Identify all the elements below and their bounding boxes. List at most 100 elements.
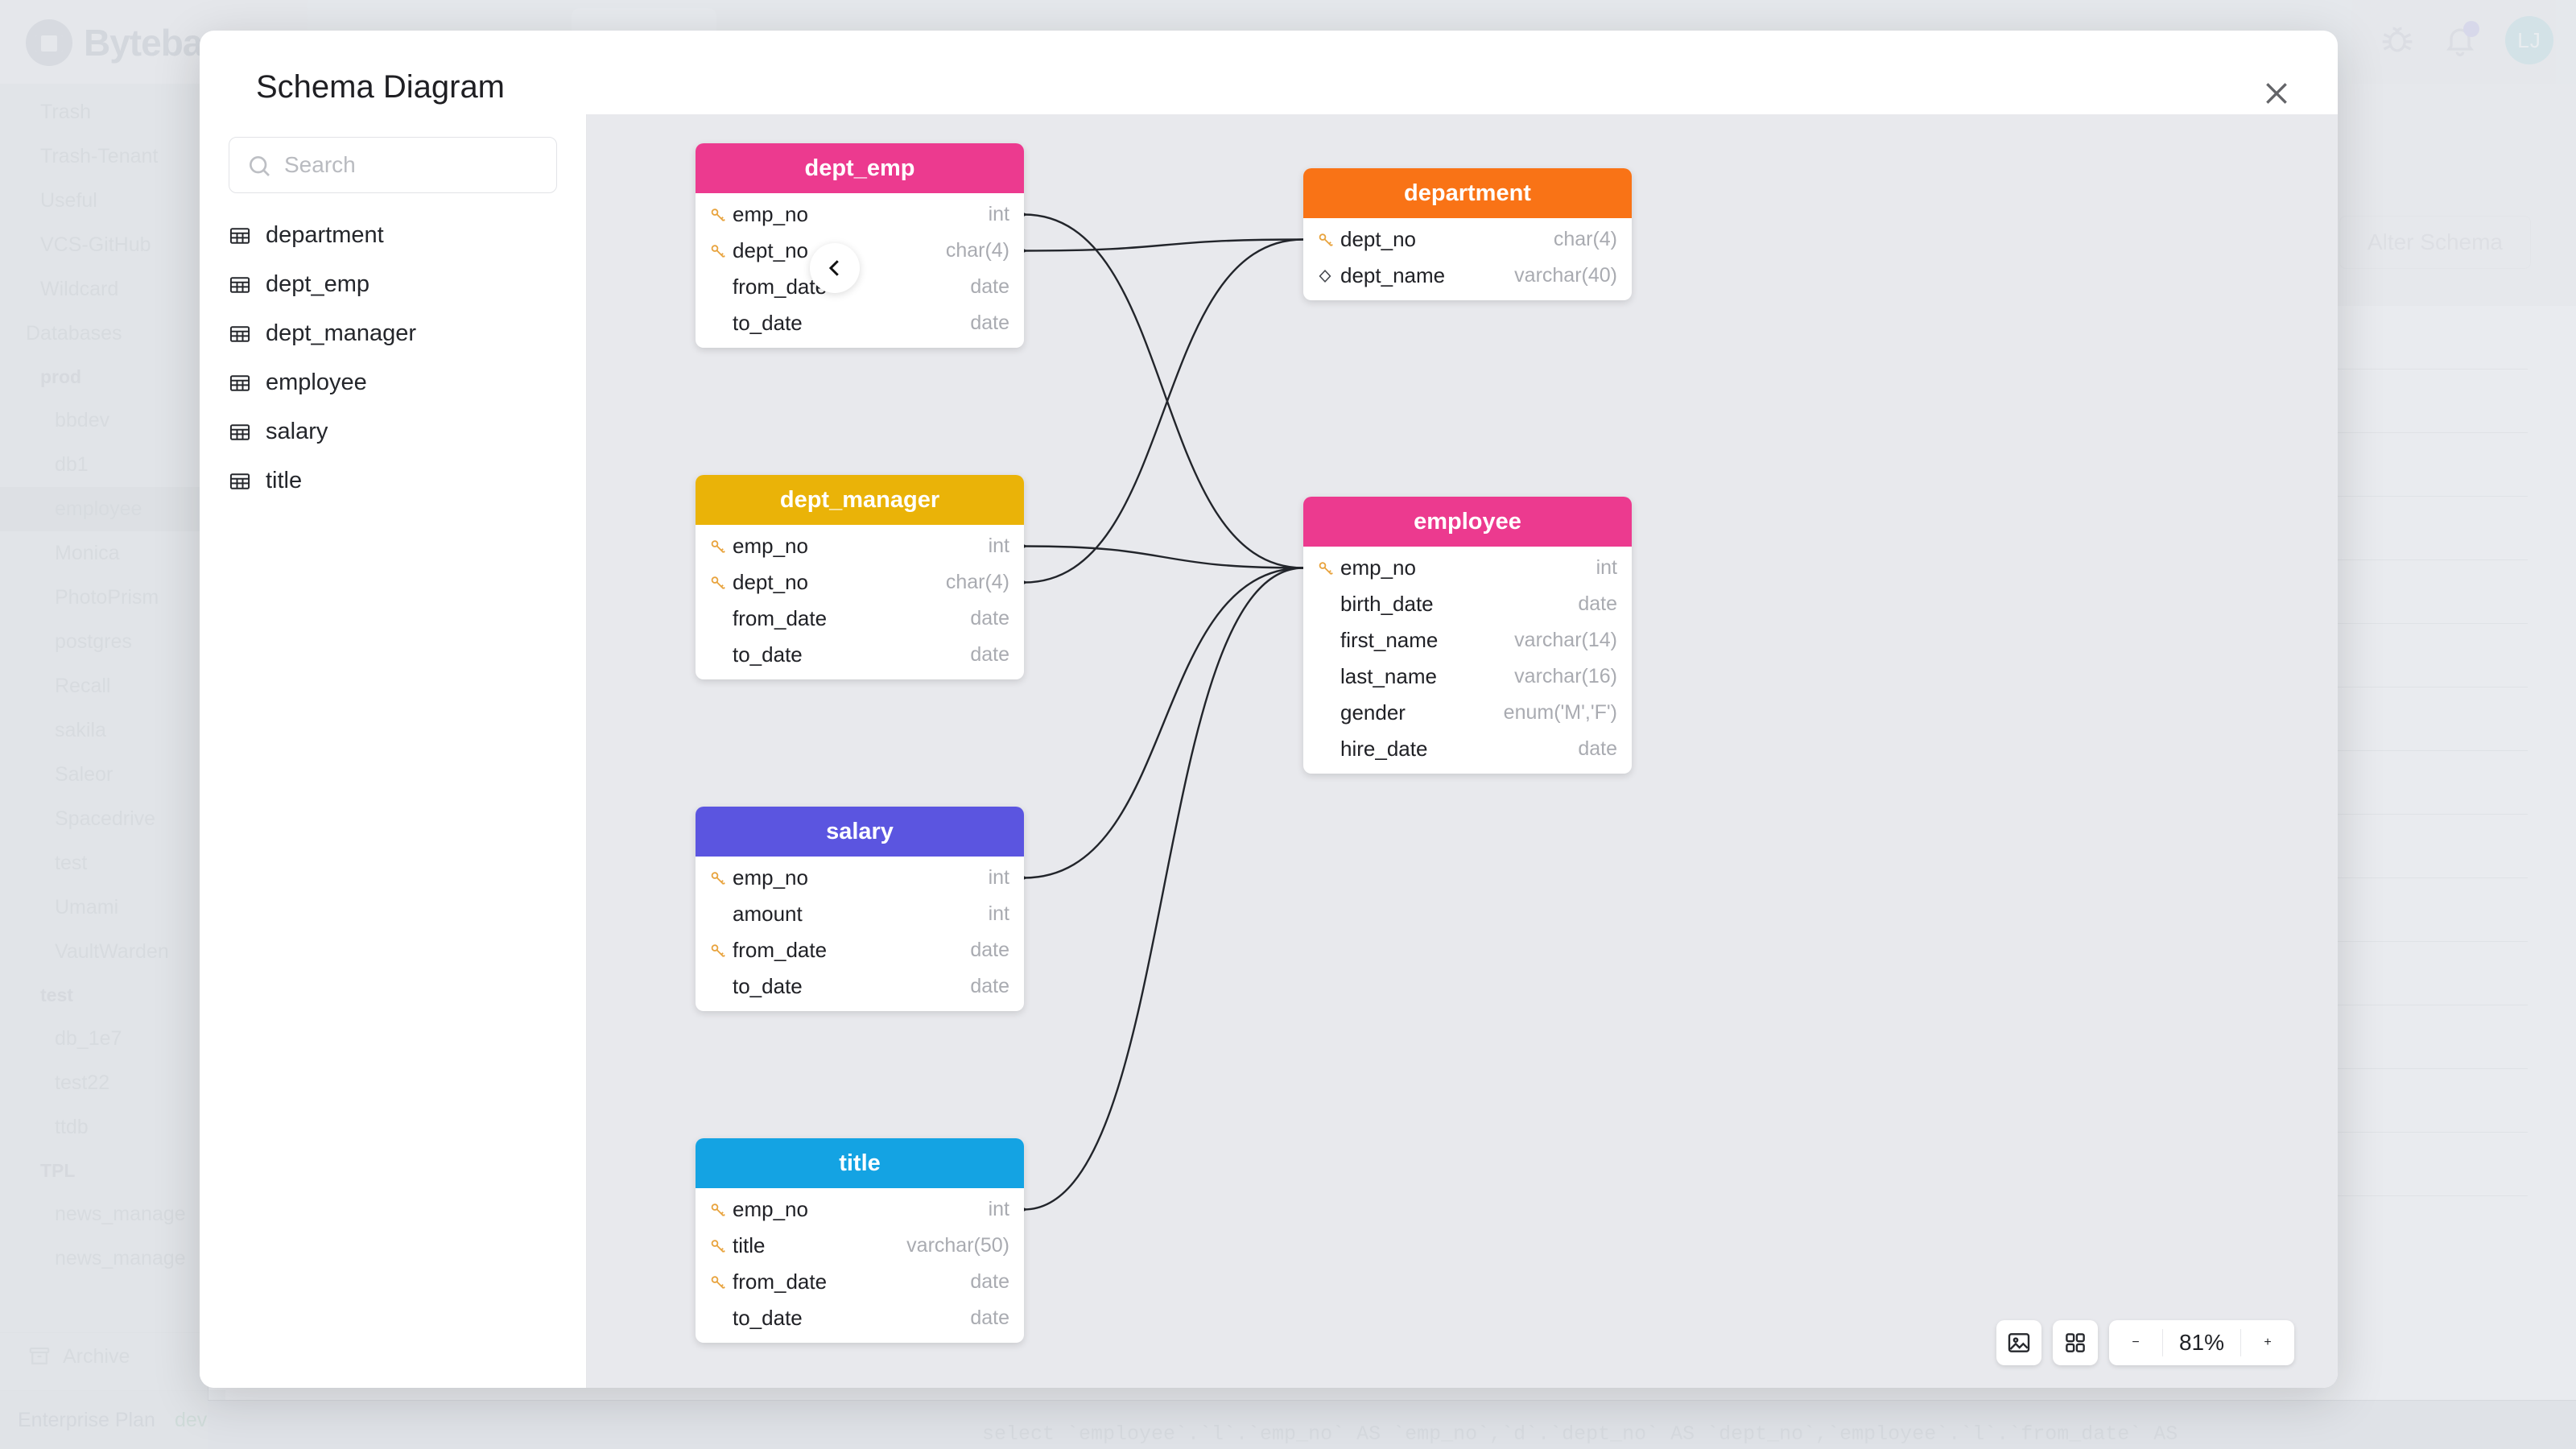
sidebar-item-bbdev[interactable]: bbdev (55, 409, 110, 431)
zoom-controls: − 81% + (2109, 1320, 2294, 1365)
sidebar-item-news-manage[interactable]: news_manage (55, 1247, 186, 1269)
column-name: to_date (733, 311, 803, 335)
avatar[interactable]: LJ (2505, 16, 2553, 64)
column-name: amount (733, 902, 803, 926)
sidebar-item-monica[interactable]: Monica (55, 542, 120, 564)
search-input[interactable] (229, 137, 557, 193)
table-list-item[interactable]: dept_manager (200, 309, 586, 358)
schema-diagram-modal: Schema Diagram departmentdept_empdept_ma… (200, 31, 2338, 1388)
sidebar-item-umami[interactable]: Umami (55, 896, 119, 919)
column-name: gender (1340, 700, 1406, 724)
zoom-out-button[interactable]: − (2132, 1335, 2140, 1349)
sidebar-item-postgres[interactable]: postgres (55, 630, 132, 653)
relationship-edge (1023, 213, 1304, 569)
export-image-button[interactable] (1996, 1320, 2041, 1365)
table-list-item-label: salary (266, 419, 328, 444)
image-icon (2008, 1333, 2030, 1352)
close-icon[interactable] (2256, 72, 2297, 114)
sidebar-item-archive[interactable]: Archive (0, 1332, 235, 1380)
alter-schema-button[interactable]: Alter Schema (2339, 216, 2531, 269)
column-type: varchar(16) (1514, 665, 1617, 687)
bell-icon[interactable] (2442, 21, 2479, 58)
column-name: dept_no (1340, 227, 1416, 251)
table-list-item[interactable]: salary (200, 407, 586, 456)
zoom-level-label[interactable]: 81% (2178, 1330, 2225, 1355)
sidebar-item-sakila[interactable]: sakila (55, 719, 106, 741)
sidebar-item-test22[interactable]: test22 (55, 1071, 110, 1094)
sidebar-item-db-1e7[interactable]: db_1e7 (55, 1027, 122, 1050)
sidebar-item-recall[interactable]: Recall (55, 675, 111, 697)
sidebar-item-test[interactable]: test (55, 852, 88, 874)
sidebar-item-useful[interactable]: Useful (40, 189, 97, 212)
sidebar-item-vaultwarden[interactable]: VaultWarden (55, 940, 169, 963)
sidebar-item-spacedrive[interactable]: Spacedrive (55, 807, 156, 830)
table-list-item-label: employee (266, 369, 367, 395)
bug-icon[interactable] (2380, 23, 2415, 58)
sidebar-item-trash-tenant[interactable]: Trash-Tenant (40, 145, 159, 167)
sidebar-item-vcs-github[interactable]: VCS-GitHub (40, 233, 151, 256)
sidebar-item-news-manage[interactable]: news_manage (55, 1203, 186, 1225)
sidebar-item-employee[interactable]: employee (0, 487, 208, 531)
table-icon (229, 225, 251, 247)
search-icon (246, 153, 272, 183)
table-node-header: employee (1303, 497, 1632, 547)
sidebar-item-ttdb[interactable]: ttdb (55, 1116, 89, 1138)
bytebase-logo-icon (26, 19, 72, 66)
table-list-item[interactable]: department (200, 211, 586, 260)
column-name: hire_date (1340, 737, 1428, 761)
column-name: from_date (733, 938, 828, 962)
sidebar-item-wildcard[interactable]: Wildcard (40, 278, 119, 300)
sidebar-item-saleor[interactable]: Saleor (55, 763, 114, 786)
table-list-item[interactable]: employee (200, 358, 586, 407)
sidebar-item-photoprism[interactable]: PhotoPrism (55, 586, 159, 609)
zoom-in-button[interactable]: + (2264, 1335, 2272, 1349)
sidebar-item-tpl[interactable]: TPL (40, 1160, 76, 1181)
relationship-edge (1023, 238, 1304, 584)
sidebar-item-prod[interactable]: prod (40, 366, 82, 387)
auto-layout-button[interactable] (2053, 1320, 2098, 1365)
collapse-panel-button[interactable] (810, 243, 860, 293)
sidebar-item-test[interactable]: test (40, 985, 73, 1005)
table-list-item[interactable]: title (200, 456, 586, 506)
table-list-item[interactable]: dept_emp (200, 260, 586, 309)
sidebar-item-db1[interactable]: db1 (55, 453, 89, 476)
column-type: date (970, 1270, 1009, 1293)
column-name: dept_name (1340, 263, 1446, 287)
sidebar-item-trash[interactable]: Trash (40, 101, 91, 123)
search-box (229, 137, 557, 193)
canvas-toolbar: − 81% + (1996, 1320, 2294, 1365)
column-type: int (988, 535, 1009, 557)
